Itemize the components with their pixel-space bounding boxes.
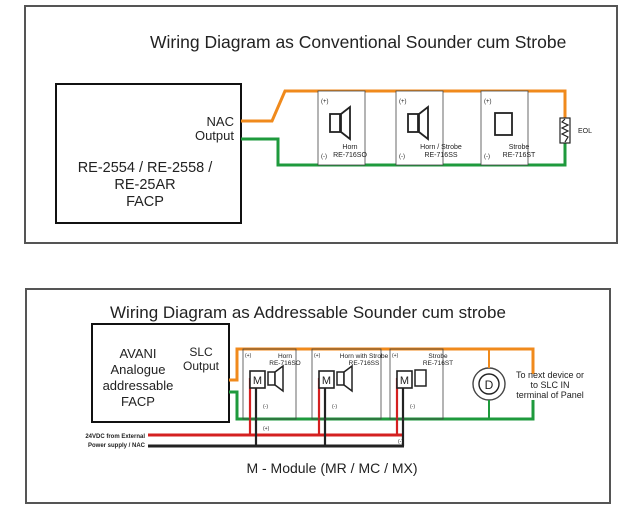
horn-module-group: M (+) (-) Horn RE-716SO	[242, 348, 301, 420]
resistor-icon	[560, 118, 570, 143]
device-plus-label: (+)	[399, 99, 407, 105]
power-source-label-1: 24VDC from External	[85, 434, 145, 440]
strobe-icon	[494, 112, 513, 136]
device-minus-label: (-)	[484, 154, 490, 160]
slc-output-label: Output	[183, 359, 220, 373]
device-plus-label: (+)	[321, 99, 329, 105]
device-name: Horn	[278, 353, 292, 360]
next-device-label-1: To next device or	[516, 370, 584, 380]
facp-box	[55, 83, 242, 224]
eol-label: EOL	[578, 128, 592, 135]
module-icon	[396, 370, 413, 389]
module-letter: M	[400, 375, 409, 387]
next-device-label-3: terminal of Panel	[516, 390, 584, 400]
horn-strobe-module-group: M (+) (-) Horn with Strobe RE-716SS	[311, 348, 389, 420]
power-plus-label: (+)	[263, 426, 270, 432]
horn-strobe-device: (+) (-) Horn / Strobe RE-716SS	[395, 90, 462, 166]
nac-label: NAC	[207, 114, 234, 129]
module-plus-label: (+)	[245, 353, 252, 359]
module-plus-label: (+)	[392, 353, 399, 359]
module-legend: M - Module (MR / MC / MX)	[246, 460, 417, 476]
detector-device: D	[472, 349, 506, 419]
addressable-diagram: Wiring Diagram as Addressable Sounder cu…	[25, 288, 611, 504]
facp-label-line-2: Analogue	[111, 362, 166, 377]
facp-label-line-4: FACP	[121, 394, 155, 409]
diagram-title: Wiring Diagram as Conventional Sounder c…	[150, 32, 566, 52]
device-name: Strobe	[509, 144, 530, 151]
device-model: RE-716SS	[349, 360, 380, 367]
strobe-icon	[414, 369, 427, 387]
power-minus-label: (-)	[398, 439, 403, 445]
slc-positive-wire	[229, 347, 535, 382]
device-minus-label: (-)	[399, 154, 405, 160]
device-minus-label: (-)	[321, 154, 327, 160]
next-device-label-2: to SLC IN	[530, 380, 569, 390]
horn-strobe-icon	[336, 371, 345, 386]
facp-label-line-1: RE-2554 / RE-2558 /	[78, 160, 214, 176]
device-model: RE-716SS	[424, 152, 457, 159]
module-minus-label: (-)	[332, 404, 337, 410]
strobe-module-group: M (+) (-) Strobe RE-716ST	[389, 348, 453, 420]
facp-label-line-2: RE-25AR	[114, 177, 175, 193]
diagram-title: Wiring Diagram as Addressable Sounder cu…	[110, 303, 506, 322]
slc-label: SLC	[189, 345, 213, 359]
device-name: Horn / Strobe	[420, 144, 462, 151]
device-model: RE-716ST	[423, 360, 453, 367]
eol-resistor: EOL	[559, 117, 592, 144]
device-name: Strobe	[428, 353, 448, 360]
module-minus-label: (-)	[410, 404, 415, 410]
facp-box	[91, 323, 230, 423]
slc-negative-wire	[229, 390, 535, 421]
power-source-label-2: Power supply / NAC	[88, 443, 146, 449]
facp-label-line-3: addressable	[103, 378, 174, 393]
horn-strobe-icon	[407, 113, 419, 133]
module-minus-label: (-)	[263, 404, 268, 410]
facp-label-line-3: FACP	[126, 194, 164, 210]
horn-speaker-icon	[329, 113, 341, 133]
device-model: RE-716ST	[503, 152, 536, 159]
output-label: Output	[195, 128, 234, 143]
device-plus-label: (+)	[484, 99, 492, 105]
conventional-diagram: Wiring Diagram as Conventional Sounder c…	[24, 5, 618, 244]
module-icon	[318, 370, 335, 389]
module-letter: M	[253, 375, 262, 387]
device-name: Horn	[342, 144, 357, 151]
device-name: Horn with Strobe	[340, 353, 389, 360]
facp-label-line-1: AVANI	[119, 346, 156, 361]
horn-icon	[267, 371, 276, 386]
module-icon	[249, 370, 266, 389]
negative-wire	[241, 137, 567, 167]
strobe-device: (+) (-) Strobe RE-716ST	[480, 90, 536, 166]
positive-wire	[241, 89, 567, 123]
device-model: RE-716SO	[333, 152, 367, 159]
detector-letter: D	[485, 378, 494, 392]
module-plus-label: (+)	[314, 353, 321, 359]
module-letter: M	[322, 375, 331, 387]
horn-device: (+) (-) Horn RE-716SO	[317, 90, 367, 166]
device-model: RE-716SO	[269, 360, 300, 367]
